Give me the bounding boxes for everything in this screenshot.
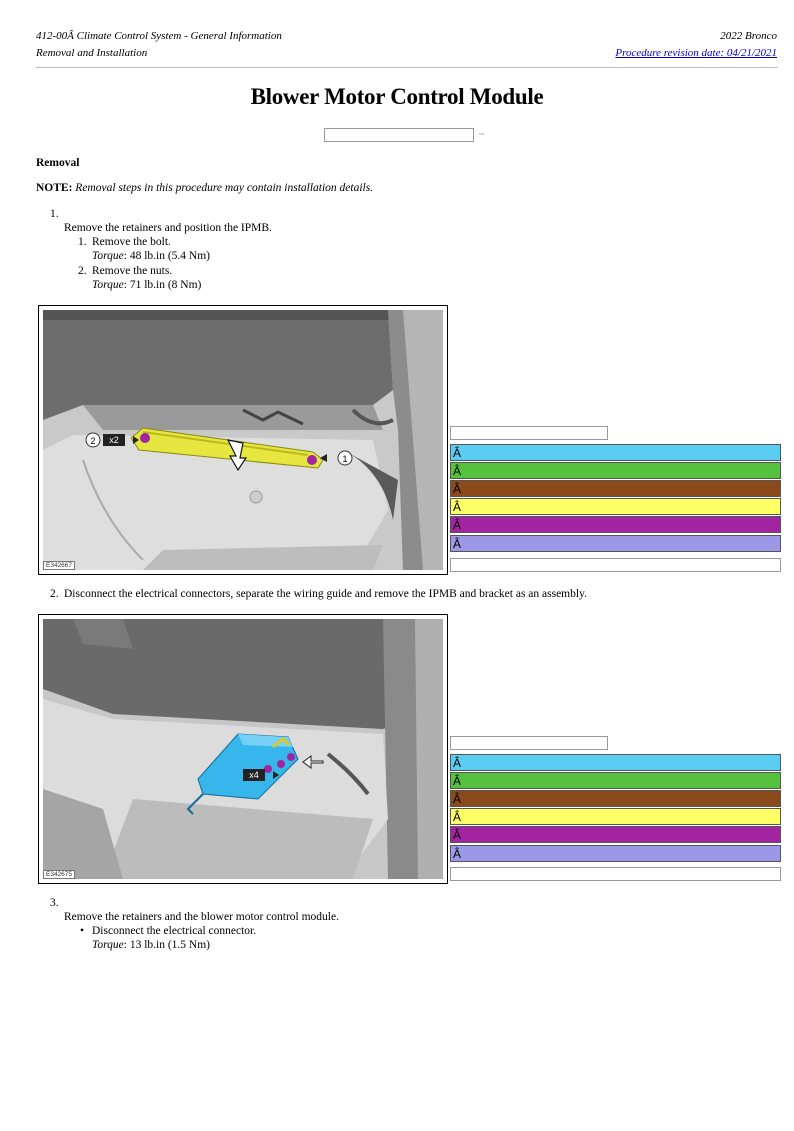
callout-x2: x2 (109, 435, 119, 445)
step-1-sub-2-number: 2. (78, 265, 87, 277)
note-label: NOTE: (36, 182, 73, 194)
legend-1-row: Â (450, 462, 781, 479)
figure-1-illustration: 2 x2 1 (43, 310, 443, 570)
header-divider (36, 67, 778, 68)
torque-value: : 71 lb.in (8 Nm) (123, 279, 202, 291)
header-subsection: Removal and Installation (36, 47, 148, 59)
legend-1-footer (450, 558, 781, 572)
step-3-bullet-text: Disconnect the electrical connector. (92, 925, 257, 937)
note: NOTE: Removal steps in this procedure ma… (36, 182, 373, 194)
step-1-number: 1. (50, 208, 59, 220)
step-1-sub-2-torque: Torque: 71 lb.in (8 Nm) (92, 279, 201, 291)
figure-1-id: E342667 (43, 561, 76, 570)
page-title: Blower Motor Control Module (250, 84, 544, 109)
step-1-sub-1-text: Remove the bolt. (92, 236, 171, 248)
step-3-torque: Torque: 13 lb.in (1.5 Nm) (92, 939, 210, 951)
legend-2-row: Â (450, 754, 781, 771)
step-1-text: Remove the retainers and position the IP… (64, 222, 272, 234)
legend-2-row: Â (450, 772, 781, 789)
legend-2-row: Â (450, 826, 781, 843)
figure-1: 2 x2 1 E342667 (38, 305, 448, 575)
search-input[interactable] (324, 128, 474, 142)
legend-1-row: Â (450, 516, 781, 533)
figure-2-illustration: x4 (43, 619, 443, 879)
legend-2-row: Â (450, 845, 781, 862)
header-vehicle: 2022 Bronco (720, 30, 777, 42)
legend-1-row: Â (450, 444, 781, 461)
legend-1-row: Â (450, 480, 781, 497)
legend-2-row: Â (450, 790, 781, 807)
figure-2-id: E342675 (43, 870, 76, 879)
legend-1-row: Â (450, 535, 781, 552)
torque-label: Torque (92, 279, 124, 291)
note-text: Removal steps in this procedure may cont… (75, 182, 374, 194)
legend-2-row: Â (450, 808, 781, 825)
removal-heading: Removal (36, 157, 80, 169)
callout-x4: x4 (249, 770, 259, 780)
figure-2: x4 E342675 (38, 614, 448, 884)
bullet-icon: • (80, 925, 85, 937)
legend-2-header (450, 736, 608, 750)
search-buttons[interactable]: ▫▫ (479, 130, 484, 138)
revision-date-link[interactable]: Procedure revision date: 04/21/2021 (615, 47, 777, 59)
step-2-number: 2. (50, 588, 59, 600)
step-3-number: 3. (50, 897, 59, 909)
callout-2: 2 (90, 436, 95, 446)
torque-value: : 13 lb.in (1.5 Nm) (123, 939, 210, 951)
step-3-text: Remove the retainers and the blower moto… (64, 911, 339, 923)
torque-label: Torque (92, 939, 124, 951)
step-2-text: Disconnect the electrical connectors, se… (64, 588, 587, 600)
callout-1: 1 (342, 454, 347, 464)
torque-label: Torque (92, 250, 124, 262)
torque-value: : 48 lb.in (5.4 Nm) (123, 250, 210, 262)
header-section: 412-00Â Climate Control System - General… (36, 30, 282, 42)
step-1-sub-1-number: 1. (78, 236, 87, 248)
step-1-sub-2-text: Remove the nuts. (92, 265, 173, 277)
legend-1-row: Â (450, 498, 781, 515)
step-1-sub-1-torque: Torque: 48 lb.in (5.4 Nm) (92, 250, 210, 262)
legend-2-footer (450, 867, 781, 881)
legend-1-header (450, 426, 608, 440)
